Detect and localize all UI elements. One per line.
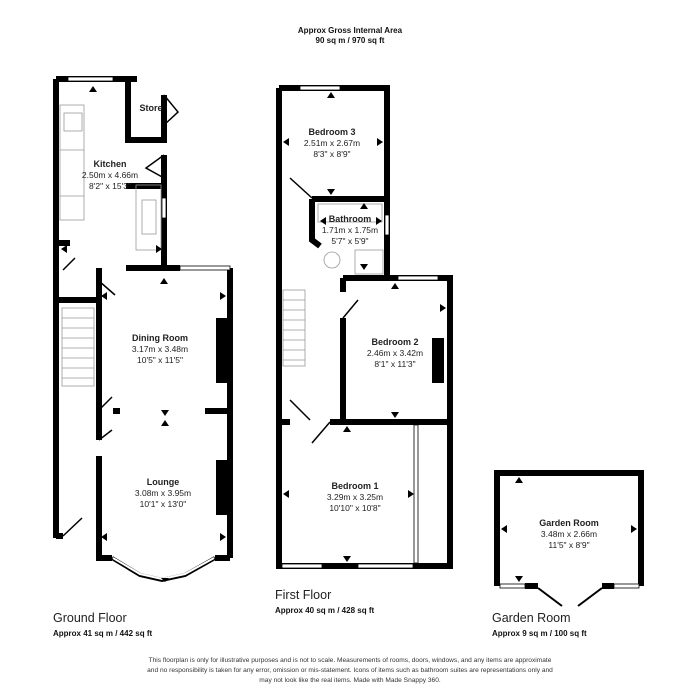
gross-area-value: 90 sq m / 970 sq ft [315,36,385,45]
floor-area-ground: Approx 41 sq m / 442 sq ft [53,629,153,638]
room-label-bedroom-1: Bedroom 1 3.29m x 3.25m 10'10" x 10'8" [326,481,384,513]
garden-room-doors [537,587,603,607]
floor-area-first: Approx 40 sq m / 428 sq ft [275,606,375,615]
garden-room-walls [494,470,644,589]
room-label-bedroom-2: Bedroom 2 2.46m x 3.42m 8'1" x 11'3" [366,337,424,369]
floor-title-ground: Ground Floor [53,611,127,625]
ground-stairs [61,307,95,387]
room-label-dining-room: Dining Room 3.17m x 3.48m 10'5" x 11'5" [131,333,189,365]
kitchen-units [59,104,162,251]
gross-area-title: Approx Gross Internal Area [297,26,403,35]
room-label-bathroom: Bathroom 1.71m x 1.75m 5'7" x 5'9" [321,214,379,246]
floor-title-first: First Floor [275,588,332,602]
room-label-garden-room: Garden Room 3.48m x 2.66m 11'5" x 8'9" [539,518,599,550]
room-label-store: Store [139,103,163,113]
garden-room-windows [499,583,640,589]
ground-floor-walls [53,76,233,561]
disclaimer: This floorplan is only for illustrative … [147,657,553,684]
floor-title-garden: Garden Room [492,611,571,625]
room-label-bedroom-3: Bedroom 3 2.51m x 2.67m 8'3" x 8'9" [303,127,361,159]
first-doors [289,177,359,444]
ground-doors [62,94,180,537]
room-label-lounge: Lounge 3.08m x 3.95m 10'1" x 13'0" [134,477,192,509]
bathroom-fixtures [317,203,384,275]
measurement-arrows [61,86,637,582]
floor-area-garden: Approx 9 sq m / 100 sq ft [492,629,587,638]
first-stairs [282,289,306,367]
fireplaces [216,318,444,515]
room-label-kitchen: Kitchen 2.50m x 4.66m 8'2" x 15'3" [81,159,139,191]
